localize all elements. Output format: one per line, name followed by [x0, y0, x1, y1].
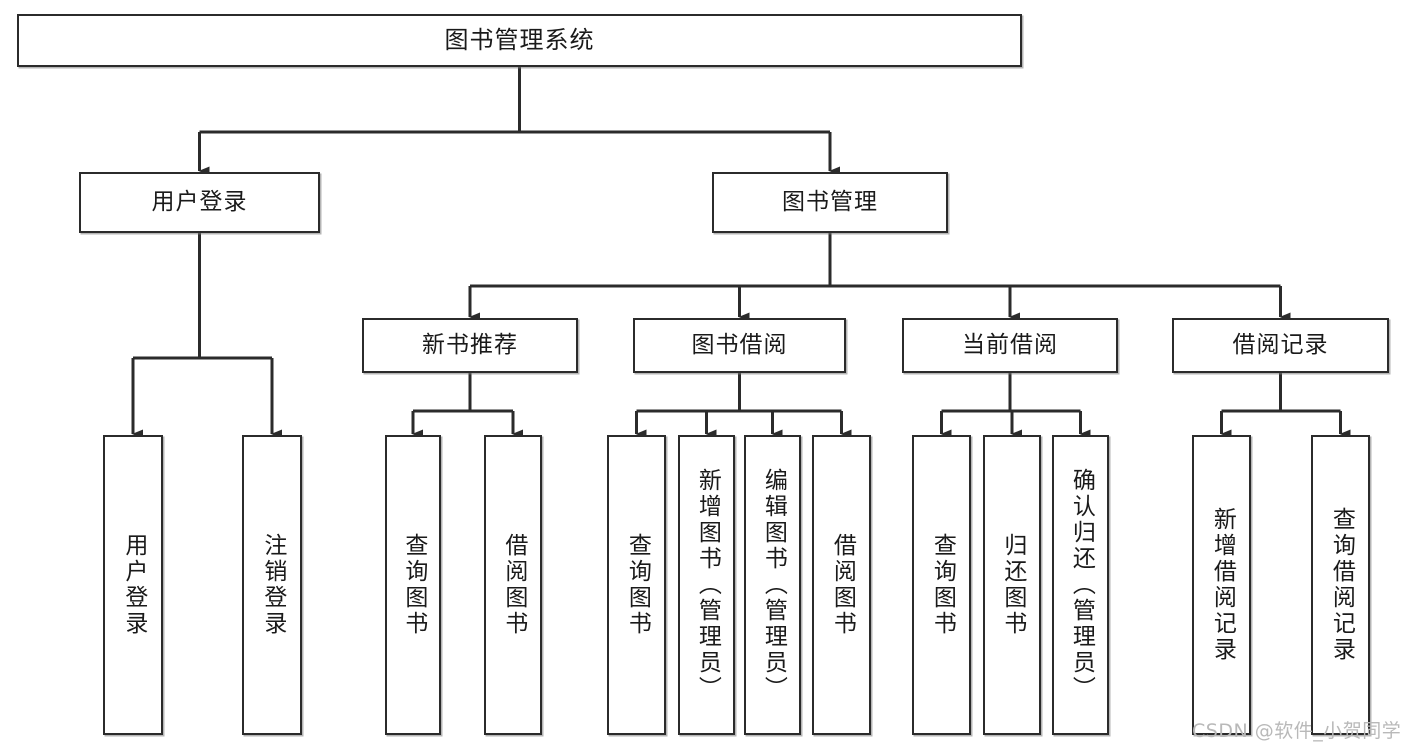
- node-label: 用户登录: [120, 533, 147, 637]
- node-leaf-add-book-admin[interactable]: 新增图书（管理员）: [678, 435, 735, 735]
- node-leaf-logout-login[interactable]: 注销登录: [242, 435, 302, 735]
- node-leaf-borrow-book-recommend[interactable]: 借阅图书: [484, 435, 542, 735]
- node-label: 查询借阅记录: [1328, 507, 1355, 663]
- node-leaf-return-book[interactable]: 归还图书: [983, 435, 1041, 735]
- node-label: 查询图书: [929, 533, 956, 637]
- node-book-borrow[interactable]: 图书借阅: [633, 318, 846, 373]
- node-leaf-user-login[interactable]: 用户登录: [103, 435, 163, 735]
- node-leaf-add-borrow-record[interactable]: 新增借阅记录: [1192, 435, 1251, 735]
- node-label: 注销登录: [259, 533, 286, 637]
- csdn-watermark: CSDN @软件_小贺同学: [1192, 720, 1402, 742]
- node-leaf-query-book-borrow[interactable]: 查询图书: [607, 435, 666, 735]
- node-label: 编辑图书（管理员）: [760, 468, 787, 702]
- node-leaf-query-book-recommend[interactable]: 查询图书: [385, 435, 441, 735]
- node-label: 确认归还（管理员）: [1068, 468, 1095, 702]
- node-label: 新增借阅记录: [1209, 507, 1236, 663]
- node-user-login[interactable]: 用户登录: [79, 172, 320, 233]
- node-label: 借阅图书: [829, 533, 856, 637]
- node-label: 借阅图书: [500, 533, 527, 637]
- node-label: 新增图书（管理员）: [694, 468, 721, 702]
- node-leaf-query-book-current[interactable]: 查询图书: [912, 435, 971, 735]
- node-leaf-confirm-return-admin[interactable]: 确认归还（管理员）: [1052, 435, 1109, 735]
- node-label: 查询图书: [400, 533, 427, 637]
- node-book-manage[interactable]: 图书管理: [712, 172, 948, 233]
- node-leaf-edit-book-admin[interactable]: 编辑图书（管理员）: [744, 435, 801, 735]
- node-new-book-recommend[interactable]: 新书推荐: [362, 318, 578, 373]
- node-leaf-query-borrow-record[interactable]: 查询借阅记录: [1311, 435, 1370, 735]
- node-label: 查询图书: [624, 533, 651, 637]
- node-current-borrow[interactable]: 当前借阅: [902, 318, 1118, 373]
- node-root[interactable]: 图书管理系统: [17, 14, 1022, 67]
- node-leaf-borrow-book-borrow[interactable]: 借阅图书: [812, 435, 871, 735]
- node-label: 归还图书: [999, 533, 1026, 637]
- node-borrow-record[interactable]: 借阅记录: [1172, 318, 1389, 373]
